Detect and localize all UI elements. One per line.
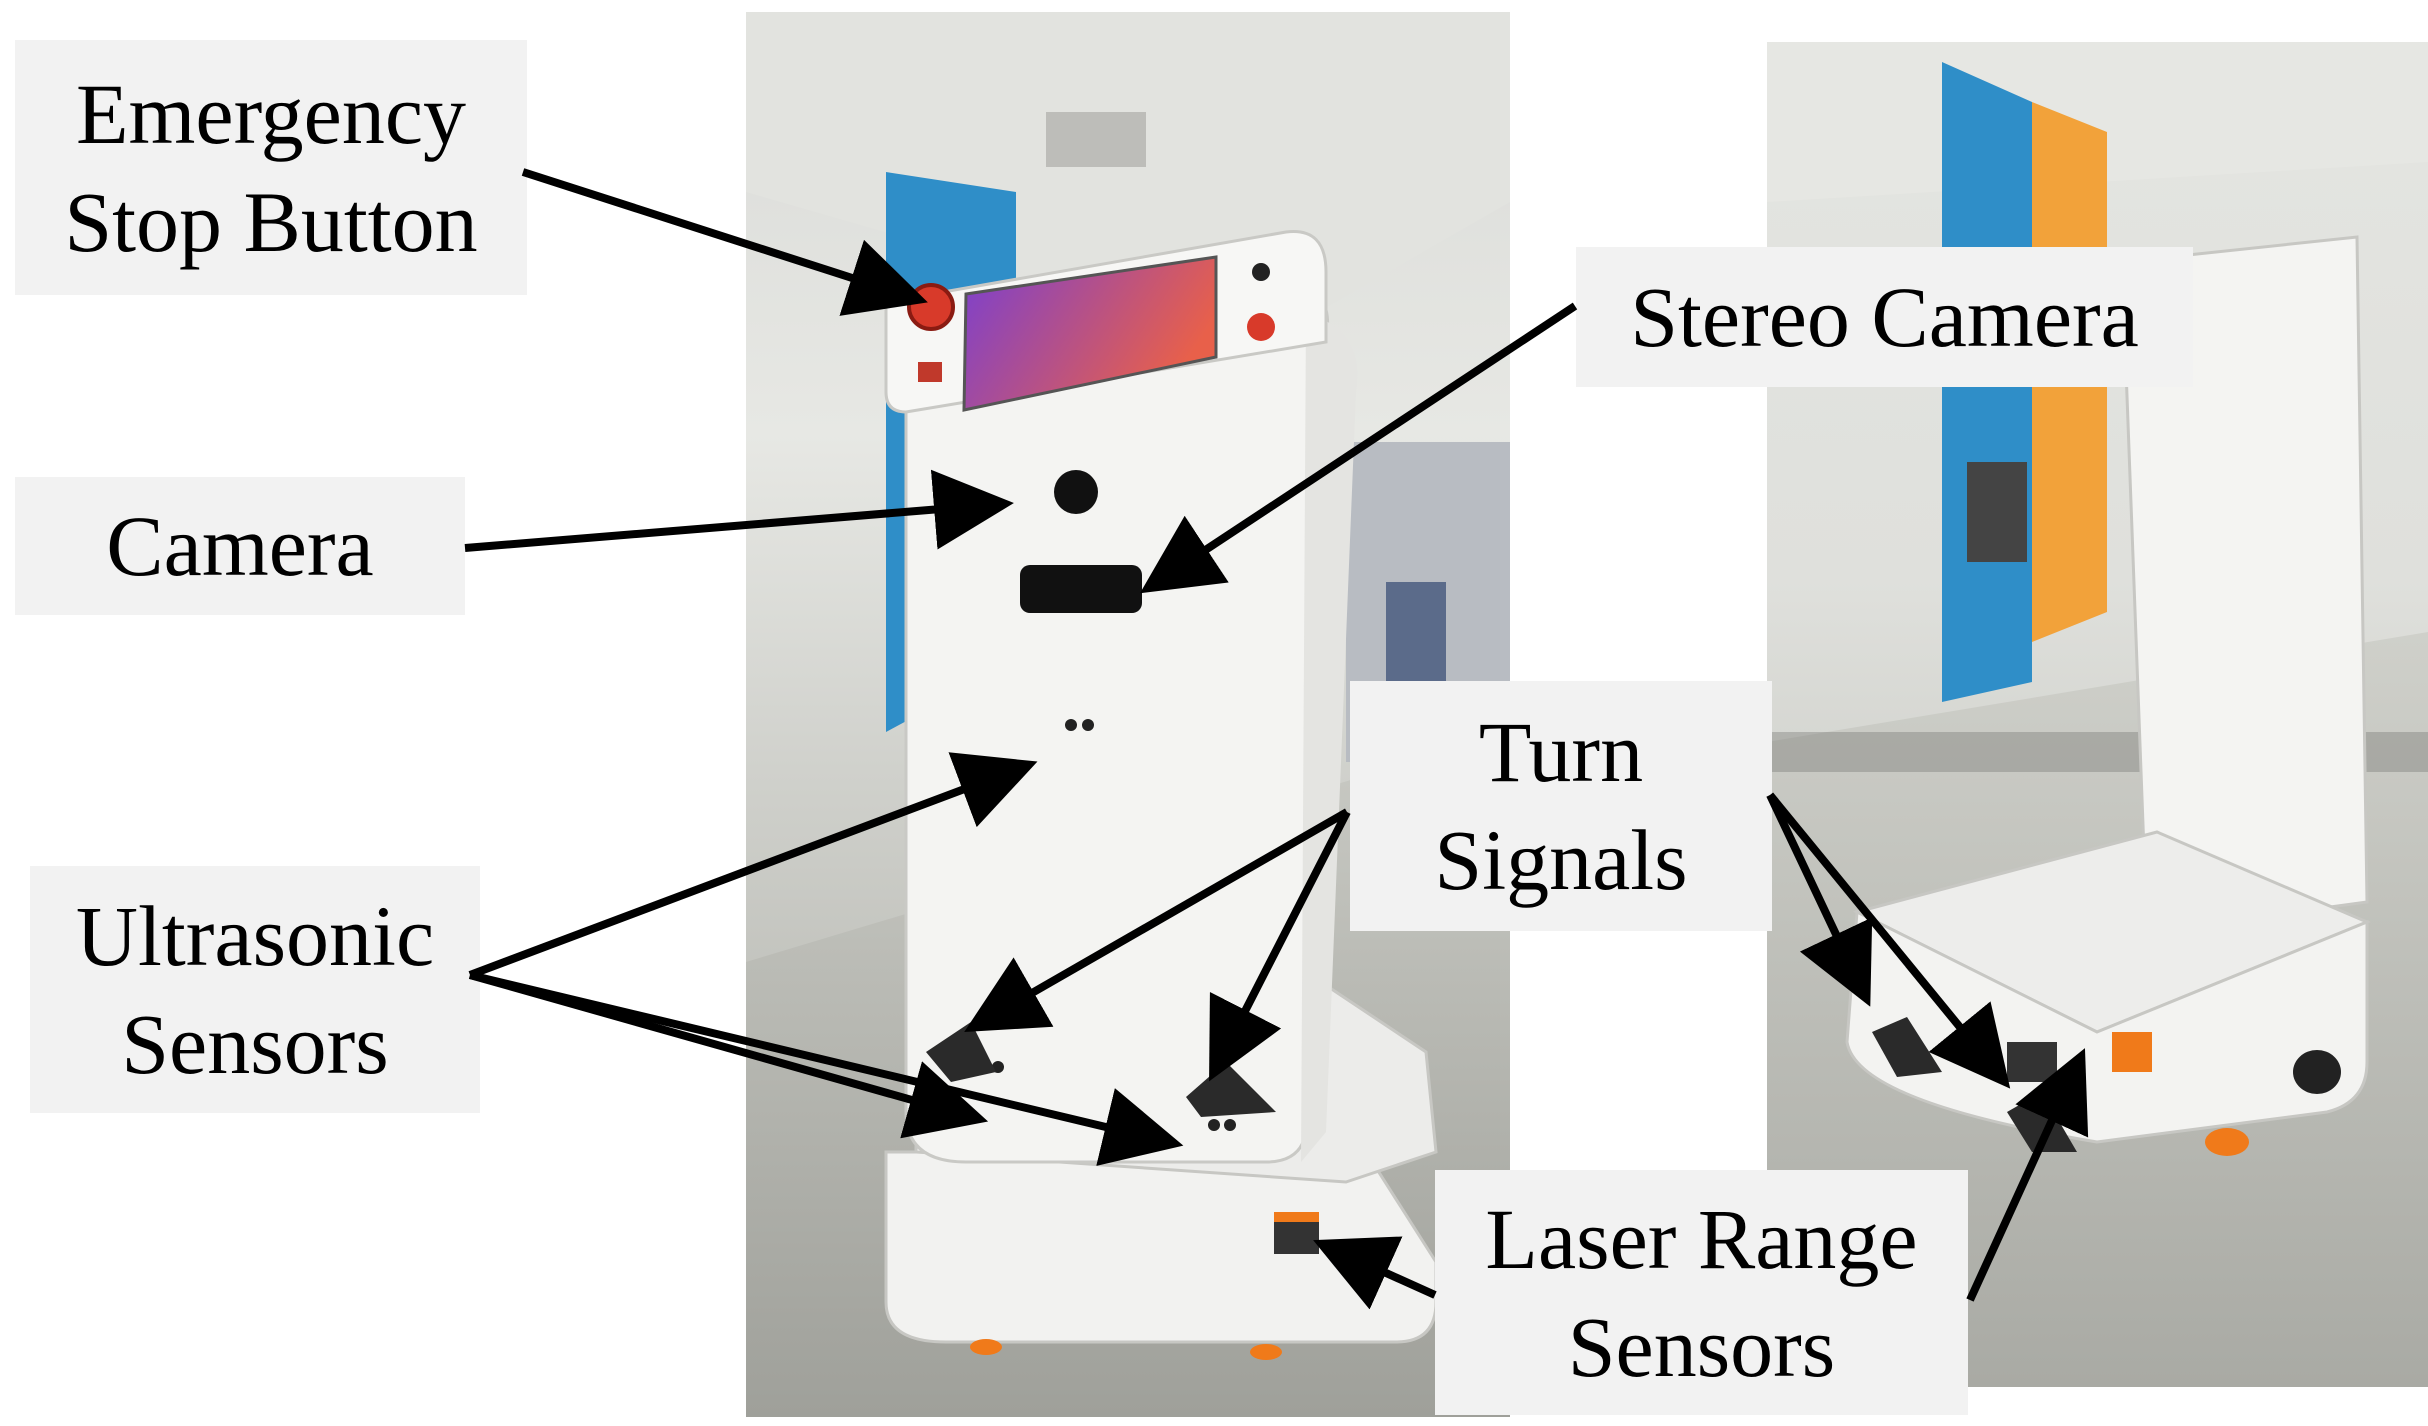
ceiling-vent (1046, 112, 1146, 167)
indicator-light (1247, 313, 1275, 341)
label-turn-signals: Turn Signals (1350, 681, 1772, 931)
label-laser-line2: Sensors (1567, 1298, 1836, 1395)
arrow-laser-side-1 (1766, 792, 2011, 1089)
arrow-turn-signal-side (1766, 793, 1873, 1007)
label-emergency-stop-line1: Emergency (75, 65, 467, 162)
stereo-camera (1020, 565, 1142, 613)
arrow-camera (464, 469, 1014, 552)
arrow-emergency-stop (521, 168, 928, 316)
arrow-laser-front (1313, 1236, 1437, 1310)
robot-back-panel (2120, 235, 2369, 934)
label-ultrasonic-sensors: Ultrasonic Sensors (30, 866, 480, 1113)
label-stereo-camera: Stereo Camera (1576, 247, 2193, 387)
turn-signal-right (1186, 1062, 1276, 1117)
label-stereo-camera-line1: Stereo Camera (1630, 269, 2139, 365)
arrow-turn-signal-left (964, 808, 1349, 1032)
touch-screen (962, 255, 1218, 412)
arrow-stereo-camera (1139, 302, 1578, 594)
label-ultrasonic-line1: Ultrasonic (75, 887, 435, 984)
label-ultrasonic-line2: Sensors (121, 995, 389, 1092)
label-camera: Camera (15, 477, 465, 615)
label-camera-line1: Camera (106, 498, 374, 594)
label-emergency-stop-line2: Stop Button (64, 173, 478, 270)
camera-lens (1054, 470, 1098, 514)
label-laser-range-sensors: Laser Range Sensors (1435, 1170, 1968, 1415)
label-laser-line1: Laser Range (1485, 1190, 1918, 1287)
turn-signal-side (1872, 1017, 1942, 1077)
arrow-turn-signal-right (1209, 810, 1351, 1082)
arrow-ultrasonic-3 (469, 971, 1184, 1166)
arrow-laser-side-2 (1966, 1048, 2089, 1302)
arrow-ultrasonic-1 (468, 752, 1038, 979)
label-turn-signals-line1: Turn (1478, 704, 1644, 800)
label-turn-signals-line2: Signals (1434, 812, 1688, 908)
label-emergency-stop: Emergency Stop Button (15, 40, 527, 295)
